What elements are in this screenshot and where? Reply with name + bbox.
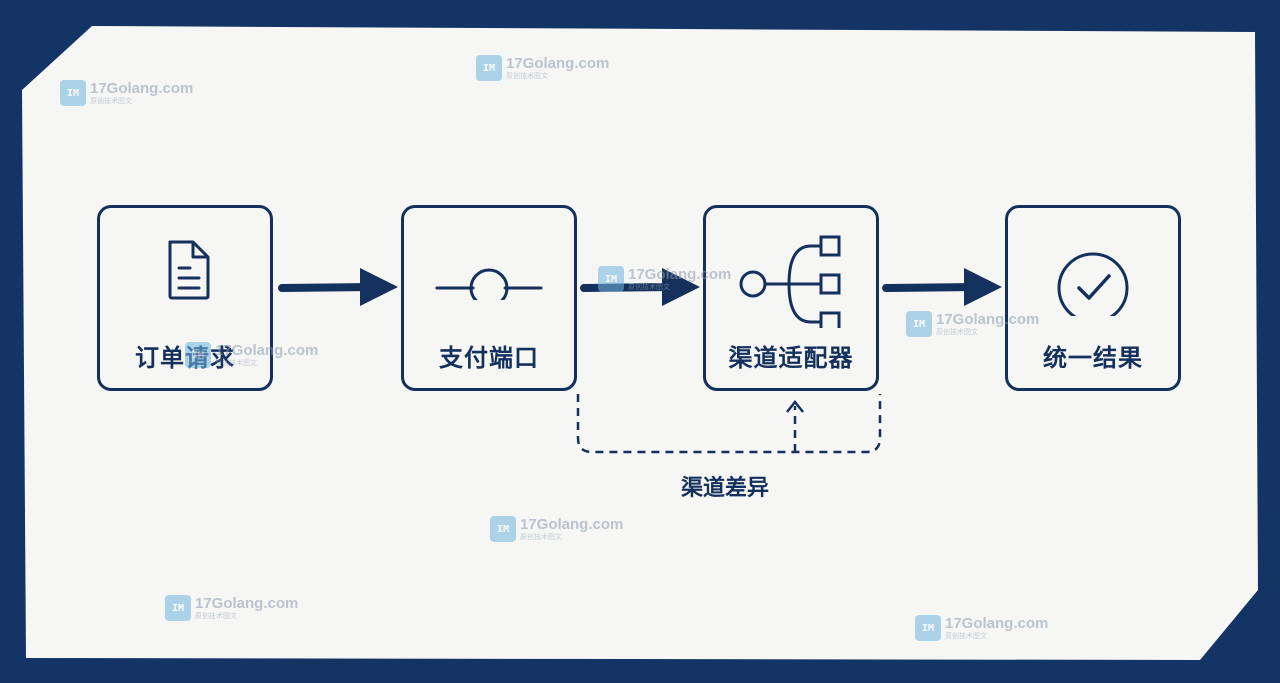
port-icon (404, 236, 574, 316)
document-icon (100, 236, 270, 316)
watermark-logo-icon: IM (915, 615, 941, 641)
arrow-order-to-port (278, 268, 398, 306)
watermark-logo-icon: IM (906, 311, 932, 337)
feedback-label: 渠道差异 (680, 476, 769, 501)
watermark-logo-icon: IM (60, 80, 86, 106)
watermark-logo-icon: IM (476, 55, 502, 81)
node-label-port: 支付端口 (439, 344, 539, 372)
feedback-arrowhead (786, 399, 804, 413)
watermark-logo-icon: IM (490, 516, 516, 542)
node-unified-result: 统一结果 (1005, 205, 1181, 391)
watermark-logo-icon: IM (185, 342, 211, 368)
node-label-order: 订单请求 (100, 338, 270, 373)
node-label-adapter: 渠道适配器 (728, 344, 854, 372)
watermark-logo-icon: IM (598, 266, 624, 292)
check-circle-icon (1008, 236, 1178, 316)
node-payment-port: 支付端口 (401, 205, 577, 391)
arrow-adapter-to-result (882, 268, 1002, 306)
hierarchy-icon (706, 228, 876, 328)
watermark-logo-icon: IM (165, 595, 191, 621)
feedback-loop (576, 394, 882, 454)
node-label-result: 统一结果 (1043, 344, 1143, 372)
node-channel-adapter: 渠道适配器 (703, 205, 879, 391)
